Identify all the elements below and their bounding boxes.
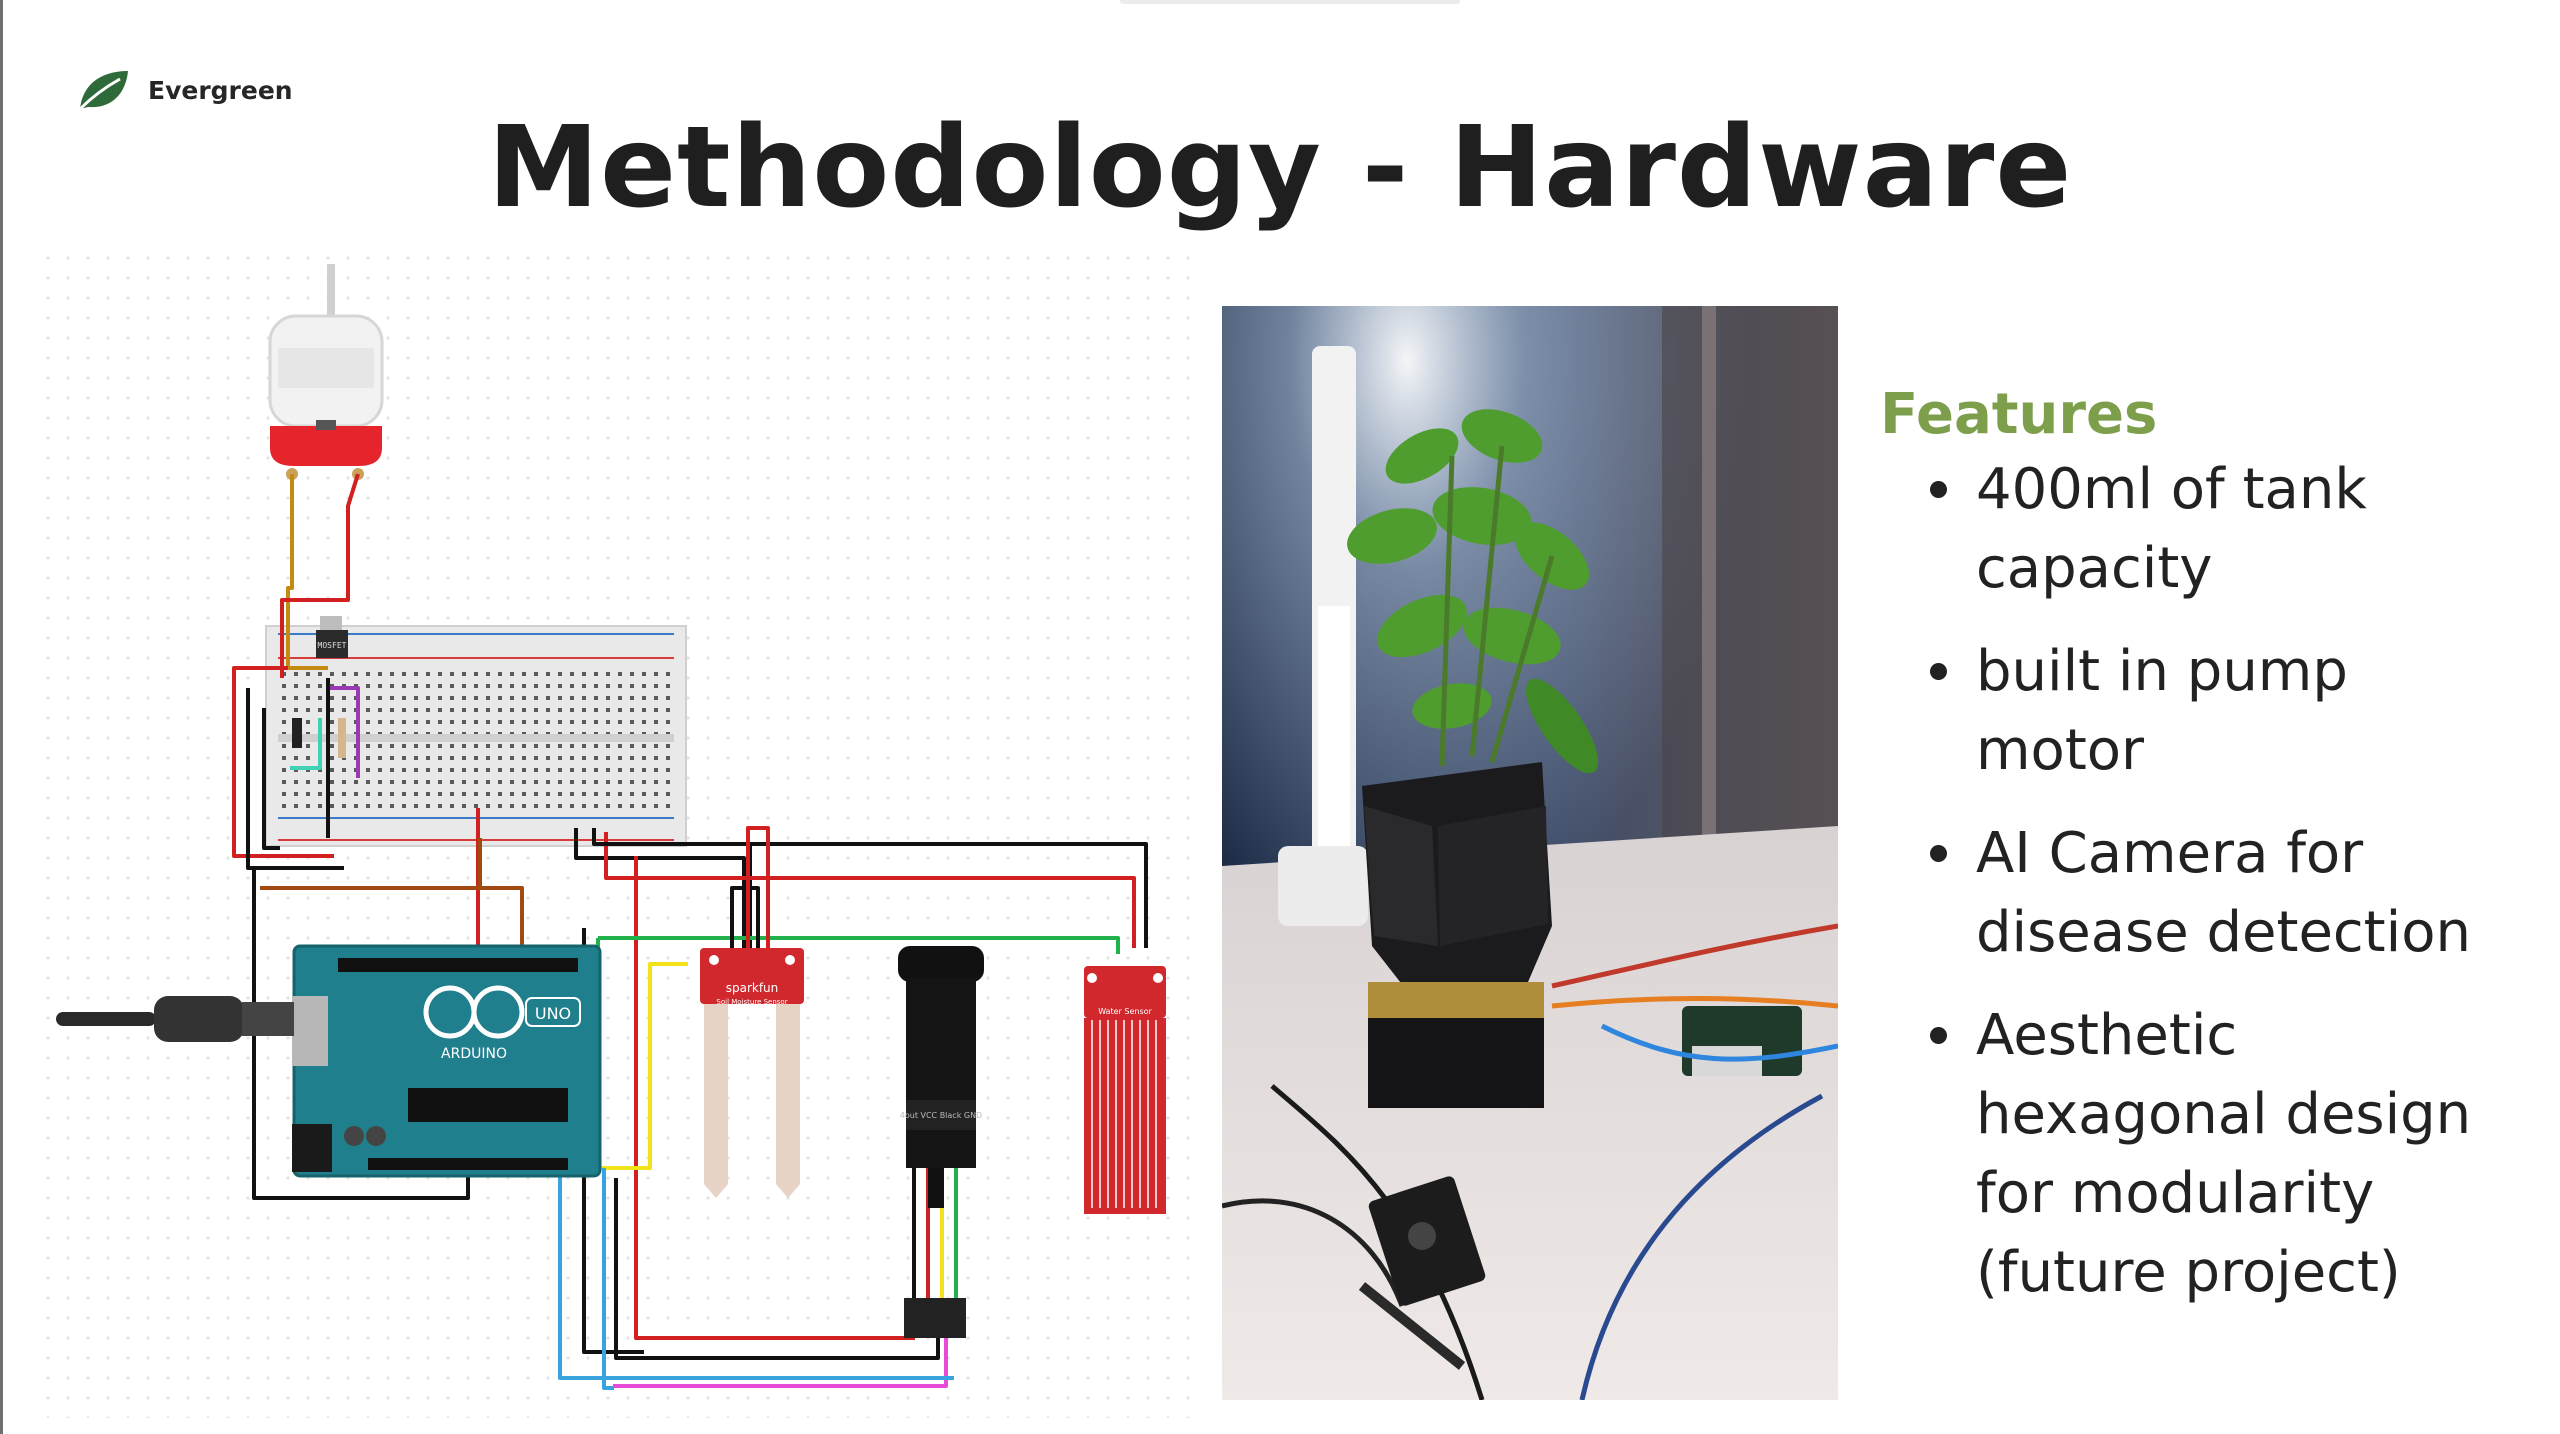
feature-line: 400ml of tank (1976, 457, 2367, 522)
usb-cable (56, 996, 294, 1042)
arduino-board: ARDUINO UNO (292, 944, 602, 1178)
pump-motor (268, 264, 384, 480)
water-level-sensor: Water Sensor (1084, 966, 1166, 1214)
feature-line: AI Camera for (1976, 821, 2364, 886)
soil-sensor-brand: sparkfun (726, 981, 779, 995)
bullet-icon (1930, 481, 1947, 498)
feature-tank-capacity: 400ml of tank capacity (1880, 450, 2540, 608)
proximity-sensor: 4out VCC Black GND (898, 946, 984, 1338)
arduino-brand: ARDUINO (441, 1046, 507, 1062)
feature-line: hexagonal design (1976, 1082, 2472, 1147)
page-title: Methodology - Hardware (487, 103, 2073, 233)
water-sensor-label: Water Sensor (1098, 1007, 1152, 1016)
left-edge-rule (0, 0, 3, 1434)
circuit-diagram: MOSFET (38, 248, 1196, 1418)
bullet-icon (1930, 845, 1947, 862)
brand-name: Evergreen (148, 75, 293, 105)
mosfet-label: MOSFET (318, 641, 347, 650)
feature-line: disease detection (1976, 900, 2471, 965)
plant-photo (1222, 306, 1838, 1400)
soil-sensor-label: Soil Moisture Sensor (716, 998, 787, 1006)
ai-camera-module (1358, 1176, 1486, 1370)
feature-ai-camera: AI Camera for disease detection (1880, 814, 2540, 972)
feature-line: for modularity (1976, 1161, 2375, 1226)
bullet-icon (1930, 1027, 1947, 1044)
feature-hexagonal-design: Aesthetic hexagonal design for modularit… (1880, 996, 2540, 1312)
sensor-pins-label: 4out VCC Black GND (900, 1111, 982, 1120)
soil-moisture-sensor: sparkfun Soil Moisture Sensor (700, 948, 804, 1198)
feature-pump-motor: built in pump motor (1880, 632, 2540, 790)
top-handle (1120, 0, 1460, 4)
leaf-icon (78, 71, 128, 111)
feature-line: (future project) (1976, 1240, 2401, 1305)
features-heading: Features (1880, 382, 2158, 447)
mosfet: MOSFET (316, 616, 348, 658)
feature-line: motor (1976, 718, 2145, 783)
feature-line: capacity (1976, 536, 2213, 601)
features-list: 400ml of tank capacity built in pump mot… (1880, 450, 2540, 1312)
wiring (232, 473, 1148, 1390)
brand: Evergreen (76, 64, 293, 116)
bullet-icon (1930, 663, 1947, 680)
feature-line: Aesthetic (1976, 1003, 2238, 1068)
arduino-model: UNO (535, 1004, 571, 1023)
feature-line: built in pump (1976, 639, 2348, 704)
features-section: Features 400ml of tank capacity built in… (1880, 380, 2540, 1336)
